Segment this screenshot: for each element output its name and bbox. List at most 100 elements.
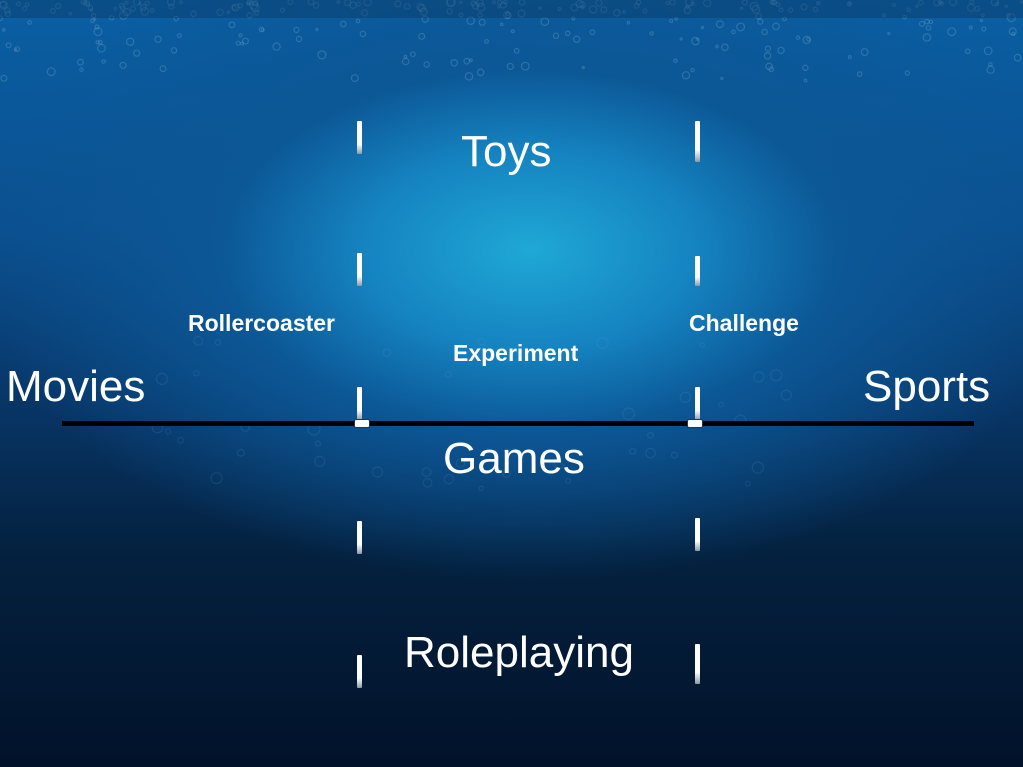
- droplet: [513, 47, 520, 54]
- droplet: [679, 37, 683, 41]
- droplet: [79, 67, 84, 72]
- droplet: [97, 39, 103, 45]
- droplet: [720, 76, 724, 81]
- droplet: [768, 66, 775, 73]
- droplet: [1011, 31, 1016, 37]
- droplet: [520, 61, 530, 71]
- droplet: [252, 0, 259, 7]
- droplet: [125, 37, 135, 47]
- droplet: [647, 431, 654, 439]
- droplet: [938, 0, 943, 5]
- droplet: [0, 15, 4, 22]
- droplet: [258, 26, 265, 33]
- droplet: [968, 25, 973, 30]
- label-movies: Movies: [6, 362, 146, 411]
- droplet: [1004, 4, 1009, 9]
- droplet: [359, 30, 367, 38]
- droplet: [744, 480, 751, 487]
- droplet: [499, 1, 507, 9]
- droplet: [226, 10, 231, 14]
- droplet: [89, 8, 94, 12]
- droplet: [770, 369, 783, 382]
- droplet: [751, 461, 765, 474]
- droplet: [403, 3, 411, 10]
- droplet: [168, 3, 175, 10]
- droplet: [503, 0, 508, 5]
- droplet: [969, 0, 975, 5]
- droplet: [287, 0, 294, 5]
- droplet: [119, 61, 127, 69]
- droplet: [16, 1, 22, 7]
- droplet: [966, 3, 976, 13]
- droplet: [210, 472, 223, 485]
- droplet: [240, 41, 245, 46]
- droplet: [249, 1, 259, 10]
- droplet: [761, 28, 768, 36]
- droplet: [173, 15, 180, 22]
- droplet: [633, 3, 640, 9]
- droplet: [129, 5, 137, 12]
- droplet: [0, 74, 8, 82]
- droplet: [446, 8, 453, 15]
- droplet: [478, 18, 486, 26]
- droplet: [622, 9, 627, 14]
- droplet: [83, 0, 91, 7]
- droplet: [881, 13, 886, 18]
- droplet: [401, 57, 410, 66]
- droplet: [293, 26, 300, 34]
- droplet: [272, 42, 281, 51]
- droplet: [795, 35, 801, 40]
- droplet: [0, 0, 7, 8]
- droplet: [772, 22, 780, 31]
- droplet: [802, 35, 812, 45]
- droplet: [279, 7, 286, 13]
- droplet: [700, 25, 705, 30]
- droplet: [14, 46, 21, 52]
- droplet: [856, 71, 863, 77]
- droplet: [557, 6, 562, 12]
- droplet: [476, 68, 485, 77]
- droplet: [469, 58, 473, 63]
- droplet: [355, 1, 361, 7]
- droplet: [506, 62, 514, 71]
- droplet: [235, 40, 241, 46]
- droplet: [1008, 27, 1017, 36]
- droplet: [812, 6, 819, 13]
- droplet: [238, 33, 243, 38]
- droplet: [349, 1, 357, 9]
- droplet: [860, 48, 869, 57]
- droplet: [679, 391, 692, 403]
- droplet: [1, 28, 6, 32]
- droplet: [421, 15, 429, 23]
- droplet: [363, 0, 372, 7]
- droplet: [96, 43, 106, 53]
- droplet: [846, 1, 852, 7]
- droplet: [928, 19, 934, 25]
- droplet: [470, 0, 477, 7]
- droplet: [382, 348, 392, 358]
- droplet: [95, 40, 100, 45]
- droplet: [450, 58, 459, 67]
- droplet: [964, 48, 971, 55]
- droplet: [231, 3, 240, 12]
- droplet: [108, 14, 115, 21]
- droplet: [741, 0, 748, 6]
- droplet: [642, 8, 648, 14]
- droplet: [76, 58, 84, 66]
- droplet: [580, 5, 585, 10]
- horizontal-axis-line: [62, 421, 974, 426]
- droplet: [170, 47, 178, 54]
- label-sports: Sports: [863, 362, 991, 411]
- droplet: [715, 44, 719, 49]
- droplet: [575, 0, 584, 8]
- droplet: [564, 30, 571, 37]
- droplet: [1019, 0, 1023, 4]
- droplet: [787, 7, 794, 13]
- droplet: [421, 467, 432, 478]
- droplet: [990, 0, 999, 7]
- droplet: [517, 9, 526, 18]
- droplet: [763, 51, 772, 60]
- droplet: [80, 0, 87, 6]
- droplet: [736, 22, 746, 32]
- droplet: [721, 43, 729, 52]
